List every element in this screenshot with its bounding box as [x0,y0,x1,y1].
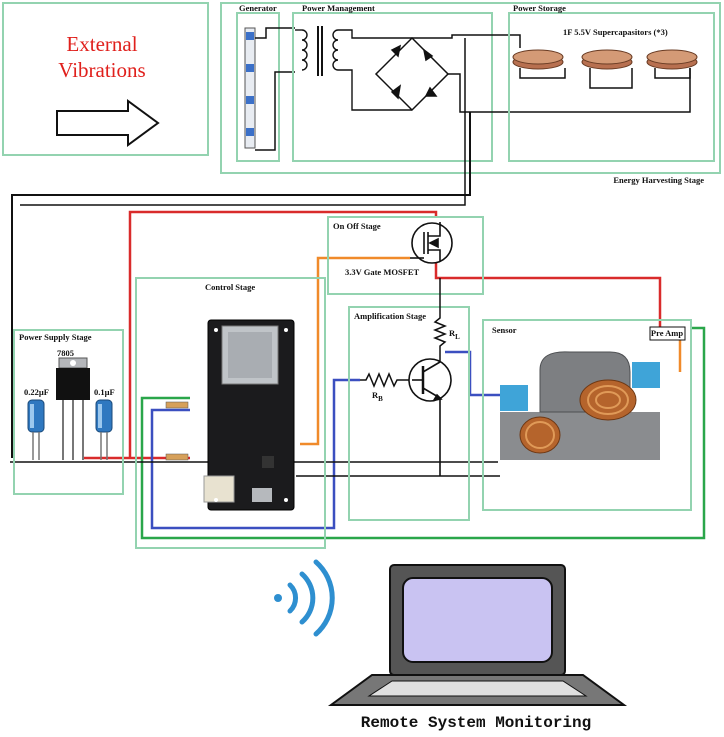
generator-box [236,12,280,162]
transformer-icon [295,26,412,111]
capacitor-icon [27,399,113,460]
pre-amp-label: Pre Amp [651,328,683,338]
power-supply-box [13,329,124,495]
laptop-icon [327,564,628,706]
rl-label: RL [449,328,460,341]
cap1-label: 0.22µF [24,387,49,397]
on-off-box [327,216,484,295]
sensor-label: Sensor [492,325,517,335]
power-management-label: Power Management [302,3,375,13]
supercap-label: 1F 5.5V Supercapasitors (*3) [563,27,668,37]
wire-green [140,326,706,540]
rb-label: RB [372,390,383,403]
arrow-right-icon [56,99,160,147]
board-resistors [165,401,189,461]
cap2-label: 0.1µF [94,387,115,397]
esp32-board-icon [203,319,295,511]
power-management-box [292,12,493,162]
pre-amp-box [649,326,686,341]
amplification-box [348,306,470,521]
energy-harvesting-label: Energy Harvesting Stage [613,175,704,185]
control-label: Control Stage [205,282,255,292]
generator-coil-icon [244,27,256,149]
supercapacitor-icon [512,49,698,70]
wire-red-top [128,210,438,458]
external-title-line2: Vibrations [58,58,145,82]
sensor-box [482,319,692,511]
resistor-icon [360,278,448,388]
transistor-icon [408,358,452,476]
control-box [135,277,326,549]
wire-red-right [434,258,662,328]
wifi-icon [274,559,335,637]
external-vibrations-box [2,2,209,156]
power-storage-box [508,12,715,162]
coil-sensor-icon [500,351,660,460]
power-supply-label: Power Supply Stage [19,332,92,342]
wire-blue-left [150,378,360,530]
bridge-rectifier-icon [374,34,510,113]
regulator-label: 7805 [57,348,74,358]
wire-orange [300,256,410,446]
amplification-label: Amplification Stage [354,311,426,321]
mosfet-label: 3.3V Gate MOSFET [345,267,420,277]
external-title-line1: External [66,32,137,56]
on-off-label: On Off Stage [333,221,381,231]
footer-caption: Remote System Monitoring [361,714,591,732]
voltage-regulator-icon [56,357,90,460]
mosfet-icon [410,222,453,264]
wire-blue-right [445,350,500,397]
power-storage-label: Power Storage [513,3,566,13]
generator-label: Generator [239,3,277,13]
